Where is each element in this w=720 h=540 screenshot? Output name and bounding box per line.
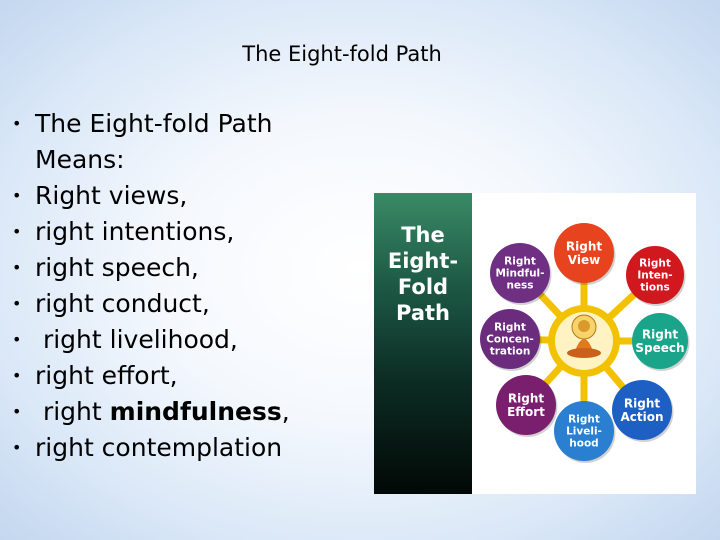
bullet-dot: • <box>12 222 22 241</box>
figure-head <box>578 320 590 332</box>
panel-title-line: The <box>401 223 445 247</box>
right-speech-label: Speech <box>635 341 684 355</box>
bullet-text: The Eight-fold Path <box>35 109 273 138</box>
right-mindfulness-label: ness <box>506 280 533 292</box>
bullet-dot: • <box>12 402 22 421</box>
bullet-item: • right mindfulness, <box>12 394 362 430</box>
right-effort-circle <box>496 375 556 435</box>
bullet-dot: • <box>12 114 22 133</box>
panel-title-line: Path <box>396 301 450 325</box>
bullet-text: Right views, <box>35 181 188 210</box>
bullet-dot: • <box>12 258 22 277</box>
right-view-label: Right <box>566 239 602 253</box>
right-livelihood-label: Right <box>568 414 600 426</box>
right-intentions-circle <box>626 246 684 304</box>
bullet-text: right conduct, <box>35 289 210 318</box>
bullet-bold-word: mindfulness <box>109 397 282 426</box>
bullet-item: • right intentions, <box>12 214 362 250</box>
figure-body <box>575 339 593 351</box>
right-effort-label: Right <box>508 391 544 405</box>
bullet-text: right speech, <box>35 253 199 282</box>
right-action-circle <box>612 380 672 440</box>
bullet-item: • right effort, <box>12 358 362 394</box>
right-livelihood-circle <box>554 401 614 461</box>
bullet-dot: • <box>12 366 22 385</box>
bullet-item: • Right views, <box>12 178 362 214</box>
right-action-label: Action <box>620 410 663 424</box>
right-intentions-label: tions <box>640 282 670 294</box>
right-concentration-circle <box>480 309 540 369</box>
figure-title-panel: The Eight- Fold Path <box>374 193 472 494</box>
figure-legs <box>567 348 601 358</box>
bullet-item: • right livelihood, <box>12 322 362 358</box>
right-concentration-label: Concen- <box>486 334 534 346</box>
bullet-prefix: right <box>35 397 110 426</box>
panel-title-line: Fold <box>397 275 449 299</box>
bullet-dot: • <box>12 438 22 457</box>
right-concentration-label: tration <box>490 346 531 358</box>
bullet-text: right contemplation <box>35 433 283 462</box>
bullet-dot: • <box>12 330 22 349</box>
right-speech-label: Right <box>642 327 678 341</box>
right-view-label: View <box>568 253 600 267</box>
right-concentration-label: Right <box>494 322 526 334</box>
bullet-text: right intentions, <box>35 217 235 246</box>
bullet-item: • right speech, <box>12 250 362 286</box>
right-livelihood-label: hood <box>569 438 598 450</box>
right-mindfulness-circle <box>490 243 550 303</box>
bullet-text: right effort, <box>35 361 178 390</box>
right-speech-circle <box>632 313 688 369</box>
right-effort-label: Effort <box>507 405 545 419</box>
slide-title: The Eight-fold Path <box>242 42 442 66</box>
right-intentions-label: Right <box>639 258 671 270</box>
right-intentions-label: Inten- <box>637 270 672 282</box>
right-mindfulness-label: Right <box>504 256 536 268</box>
bullet-text: right livelihood, <box>35 325 238 354</box>
bullet-item: • right contemplation <box>12 430 362 466</box>
right-action-label: Right <box>624 396 660 410</box>
right-livelihood-label: Liveli- <box>566 426 602 438</box>
bullet-dot: • <box>12 186 22 205</box>
seated-buddha-icon <box>567 314 601 358</box>
panel-title-line: Eight- <box>387 249 459 273</box>
bullet-suffix: , <box>281 397 290 426</box>
bullet-text-cont: Means: <box>35 145 125 174</box>
right-view-circle <box>554 223 614 283</box>
right-mindfulness-label: Mindful- <box>495 268 544 280</box>
bullet-item: • right conduct, <box>12 286 362 322</box>
bullet-dot: • <box>12 294 22 313</box>
